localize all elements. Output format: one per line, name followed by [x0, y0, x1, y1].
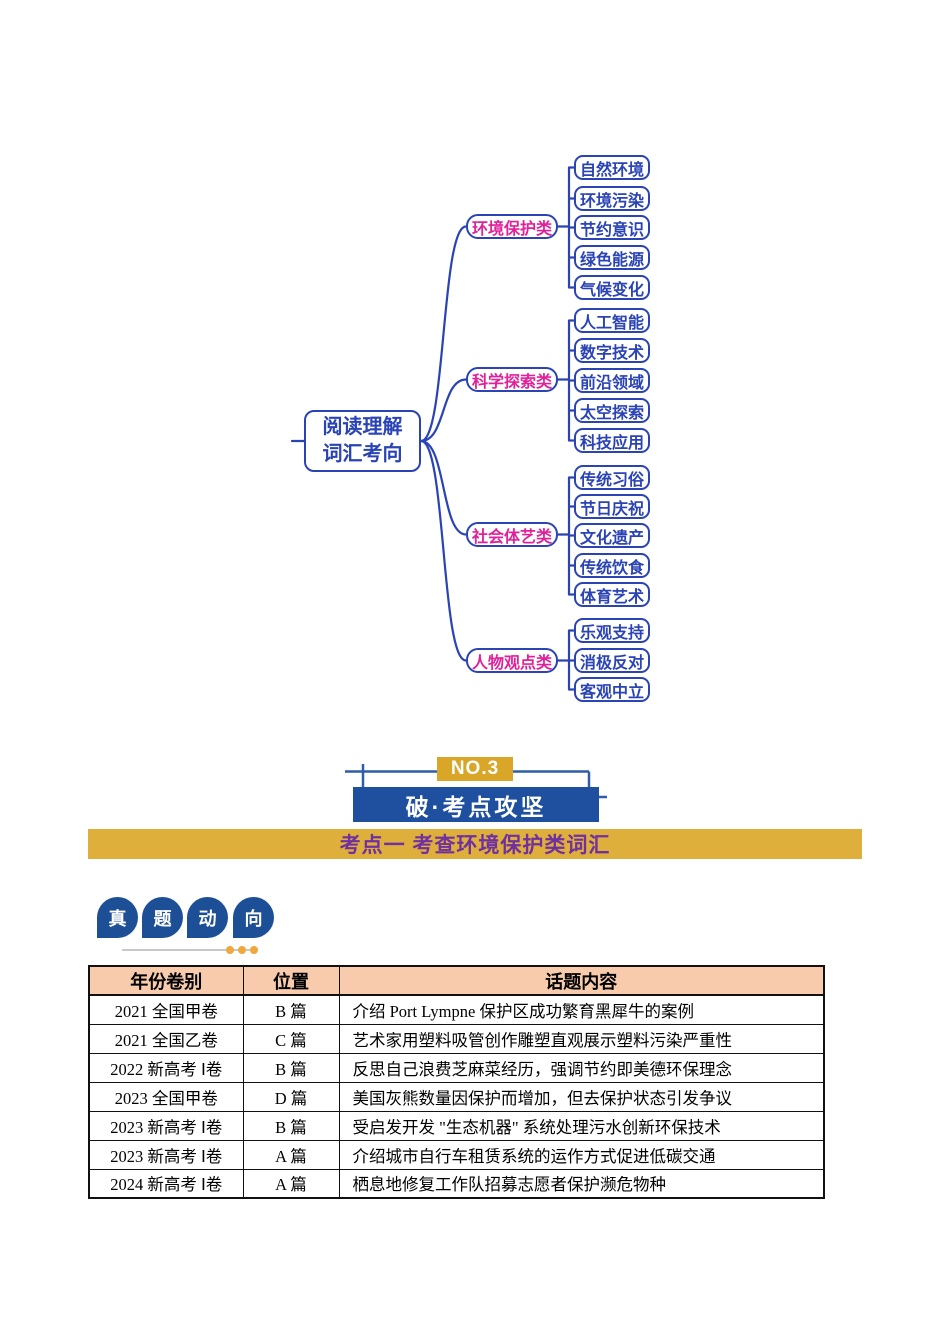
mindmap-leaf: 数字技术 [574, 338, 650, 363]
decorative-underline [122, 949, 258, 951]
cell-topic: 受启发开发 "生态机器" 系统处理污水创新环保技术 [338, 1110, 825, 1141]
cell-topic: 艺术家用塑料吸管创作雕塑直观展示塑料污染严重性 [338, 1023, 825, 1054]
exam-table: 年份卷别 位置 话题内容 2021 全国甲卷 B 篇 介绍 Port Lympn… [88, 965, 825, 1199]
mindmap-leaf: 人工智能 [574, 308, 650, 333]
badge-zhen: 真 [97, 897, 138, 938]
mindmap-leaf: 自然环境 [574, 155, 650, 180]
cell-position: D 篇 [242, 1081, 340, 1112]
cell-topic: 介绍 Port Lympne 保护区成功繁育黑犀牛的案例 [338, 994, 825, 1025]
cell-position: A 篇 [242, 1139, 340, 1170]
cell-year: 2023 新高考 Ⅰ卷 [88, 1110, 244, 1141]
table-row: 2024 新高考 Ⅰ卷 A 篇 栖息地修复工作队招募志愿者保护濒危物种 [88, 1168, 825, 1199]
mindmap-branch-environment: 环境保护类 [466, 214, 558, 239]
header-year: 年份卷别 [88, 965, 244, 996]
badge-dong: 动 [187, 897, 228, 938]
cell-year: 2024 新高考 Ⅰ卷 [88, 1168, 244, 1199]
cell-position: B 篇 [242, 1052, 340, 1083]
cell-topic: 美国灰熊数量因保护而增加，但去保护状态引发争议 [338, 1081, 825, 1112]
cell-topic: 栖息地修复工作队招募志愿者保护濒危物种 [338, 1168, 825, 1199]
mindmap-branch-society: 社会体艺类 [466, 522, 558, 547]
mindmap-leaf: 体育艺术 [574, 582, 650, 607]
cell-year: 2021 全国甲卷 [88, 994, 244, 1025]
table-row: 2023 新高考 Ⅰ卷 A 篇 介绍城市自行车租赁系统的运作方式促进低碳交通 [88, 1139, 825, 1170]
mindmap-leaf: 文化遗产 [574, 523, 650, 548]
table-row: 2021 全国乙卷 C 篇 艺术家用塑料吸管创作雕塑直观展示塑料污染严重性 [88, 1023, 825, 1054]
mindmap-leaf: 科技应用 [574, 428, 650, 453]
decorative-dot [238, 946, 246, 954]
mindmap-leaf: 绿色能源 [574, 245, 650, 270]
mindmap-branch-viewpoint: 人物观点类 [466, 648, 558, 673]
mindmap-leaf: 太空探索 [574, 398, 650, 423]
table-row: 2023 全国甲卷 D 篇 美国灰熊数量因保护而增加，但去保护状态引发争议 [88, 1081, 825, 1112]
mindmap-leaf: 乐观支持 [574, 618, 650, 643]
table-row: 2021 全国甲卷 B 篇 介绍 Port Lympne 保护区成功繁育黑犀牛的… [88, 994, 825, 1025]
mindmap-leaf: 传统习俗 [574, 465, 650, 490]
decorative-dot [226, 946, 234, 954]
mindmap-branch-science: 科学探索类 [466, 367, 558, 392]
cell-year: 2023 新高考 Ⅰ卷 [88, 1139, 244, 1170]
cell-position: C 篇 [242, 1023, 340, 1054]
mindmap-leaf: 节日庆祝 [574, 494, 650, 519]
mindmap-leaf: 消极反对 [574, 648, 650, 673]
badge-ti: 题 [142, 897, 183, 938]
mindmap-leaf: 环境污染 [574, 186, 650, 211]
mindmap-leaf: 客观中立 [574, 677, 650, 702]
cell-position: B 篇 [242, 1110, 340, 1141]
mindmap-leaf: 节约意识 [574, 215, 650, 240]
mindmap-leaf: 前沿领域 [574, 368, 650, 393]
table-header-row: 年份卷别 位置 话题内容 [88, 965, 825, 996]
mindmap-leaf: 气候变化 [574, 275, 650, 300]
mindmap-leaf: 传统饮食 [574, 553, 650, 578]
mindmap-root-line1: 阅读理解 [322, 416, 403, 438]
decorative-dot [250, 946, 258, 954]
header-position: 位置 [242, 965, 340, 996]
topic-banner: 考点一 考查环境保护类词汇 [88, 829, 862, 859]
section-banner: 破·考点攻坚 [353, 787, 599, 822]
cell-topic: 反思自己浪费芝麻菜经历，强调节约即美德环保理念 [338, 1052, 825, 1083]
header-topic: 话题内容 [338, 965, 825, 996]
mindmap-root-node: 阅读理解 词汇考向 [304, 410, 421, 472]
badge-xiang: 向 [233, 897, 274, 938]
mindmap-root-line2: 词汇考向 [322, 443, 403, 465]
cell-year: 2023 全国甲卷 [88, 1081, 244, 1112]
table-row: 2023 新高考 Ⅰ卷 B 篇 受启发开发 "生态机器" 系统处理污水创新环保技… [88, 1110, 825, 1141]
cell-year: 2022 新高考 Ⅰ卷 [88, 1052, 244, 1083]
cell-position: A 篇 [242, 1168, 340, 1199]
no3-badge: NO.3 [437, 757, 513, 781]
cell-year: 2021 全国乙卷 [88, 1023, 244, 1054]
cell-position: B 篇 [242, 994, 340, 1025]
cell-topic: 介绍城市自行车租赁系统的运作方式促进低碳交通 [338, 1139, 825, 1170]
table-row: 2022 新高考 Ⅰ卷 B 篇 反思自己浪费芝麻菜经历，强调节约即美德环保理念 [88, 1052, 825, 1083]
